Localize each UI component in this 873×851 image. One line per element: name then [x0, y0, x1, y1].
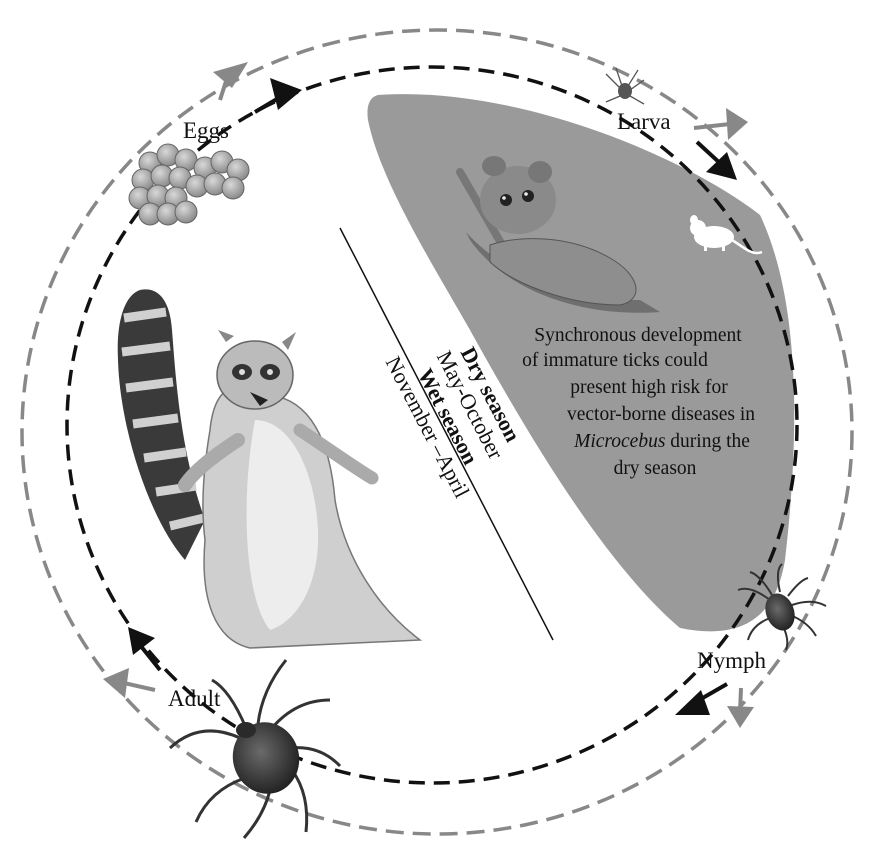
arrow-nymph-to-adult: [675, 684, 727, 715]
note-line-4: vector-borne diseases in: [567, 404, 755, 425]
note-microcebus: Microcebus: [573, 431, 665, 452]
note-line-5-rest: during the: [665, 431, 749, 452]
tick-eggs-cluster: [129, 144, 249, 225]
arrow-adult-to-eggs: [128, 627, 160, 670]
grey-arrow-larva: [694, 108, 748, 140]
label-larva: Larva: [617, 109, 671, 134]
note-line-6: dry season: [614, 458, 697, 479]
arrow-eggs-to-larva: [255, 78, 302, 112]
label-nymph: Nymph: [697, 648, 767, 673]
note-line-2: of immature ticks could: [522, 350, 708, 371]
grey-arrow-eggs: [213, 62, 248, 100]
note-line-3: present high risk for: [570, 377, 728, 398]
note-line-5: Microcebus during the: [573, 431, 750, 452]
ring-tailed-lemur-illustration: [118, 289, 420, 648]
label-eggs: Eggs: [183, 118, 229, 143]
note-line-1: Synchronous development: [534, 325, 742, 346]
grey-arrow-adult: [103, 668, 155, 698]
label-adult: Adult: [168, 686, 221, 711]
